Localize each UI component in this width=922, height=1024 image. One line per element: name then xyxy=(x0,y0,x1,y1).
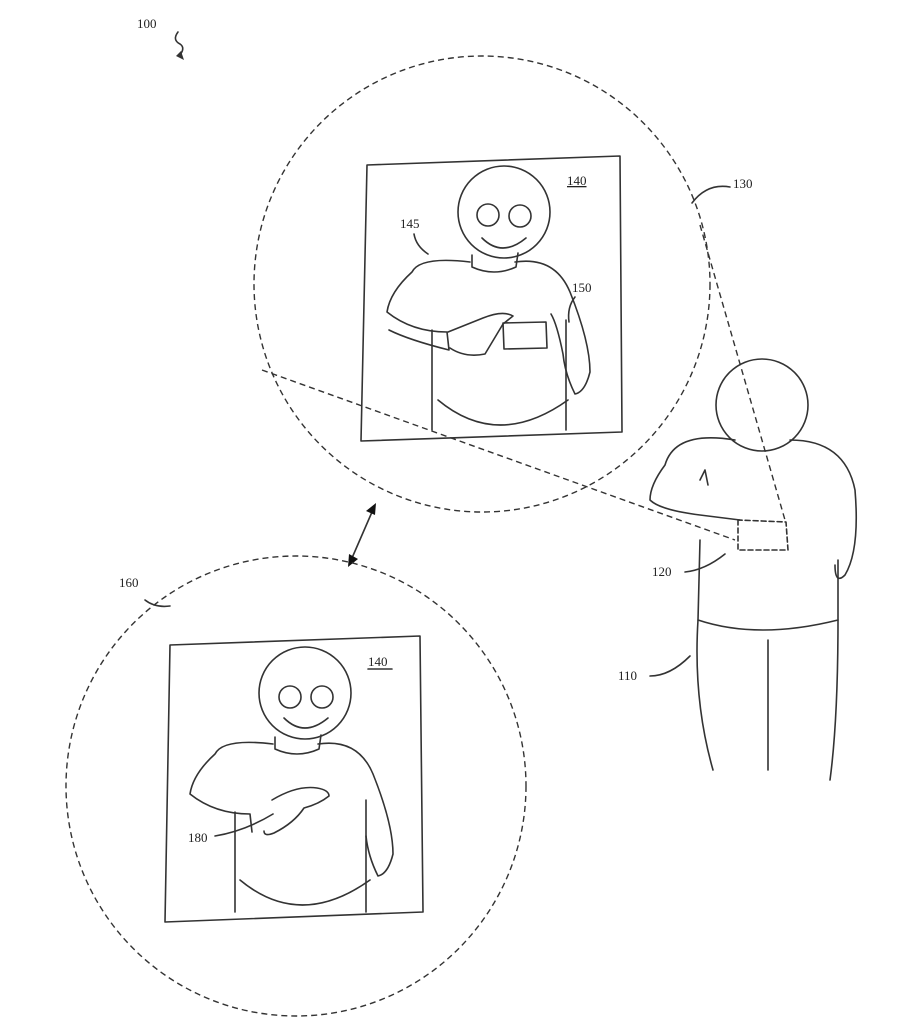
display-frame-lower: 140 180 xyxy=(164,635,424,923)
double-arrow-icon xyxy=(348,503,376,567)
label-180: 180 xyxy=(188,830,208,845)
user-figure-110: 120 110 xyxy=(618,358,858,781)
sight-line-lower xyxy=(261,369,736,541)
label-145: 145 xyxy=(400,216,420,231)
label-130: 130 xyxy=(733,176,753,191)
arrow-head-icon xyxy=(176,51,184,60)
view-circle-160 xyxy=(65,555,527,1017)
leader-100 xyxy=(174,31,184,57)
leader-130 xyxy=(691,185,731,204)
label-150: 150 xyxy=(572,280,592,295)
label-160: 160 xyxy=(119,575,139,590)
view-circle-130 xyxy=(253,55,711,513)
sight-line-upper xyxy=(699,224,786,521)
label-140-upper: 140 xyxy=(567,173,587,188)
label-120: 120 xyxy=(652,564,672,579)
label-110: 110 xyxy=(618,668,637,683)
label-100: 100 xyxy=(137,16,157,31)
label-140-lower: 140 xyxy=(368,654,388,669)
display-frame-upper: 140 145 150 xyxy=(360,155,623,442)
